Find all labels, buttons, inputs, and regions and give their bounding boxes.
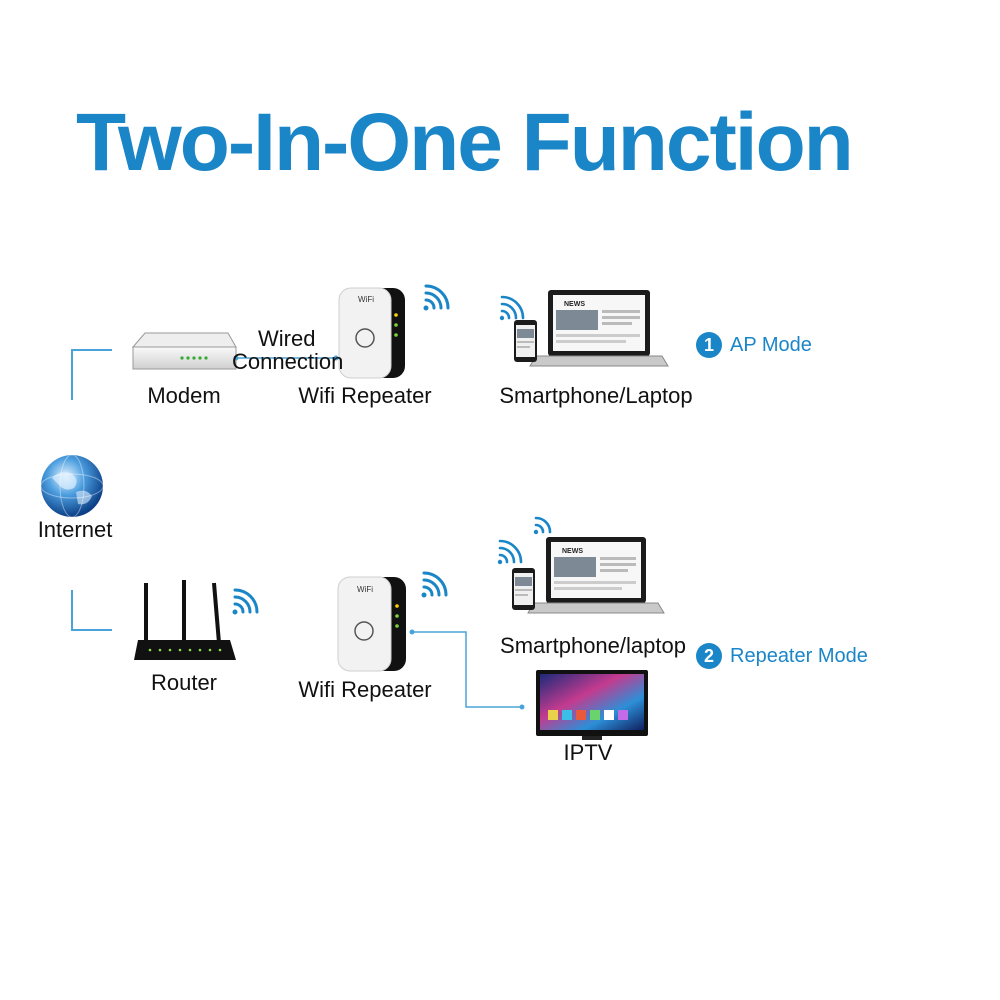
internet-connector: [71, 349, 112, 631]
devices-label: Smartphone/laptop: [500, 633, 686, 658]
iptv-label: IPTV: [563, 740, 613, 765]
svg-text:NEWS: NEWS: [564, 301, 585, 308]
internet-label: Internet: [37, 517, 113, 542]
wired-connection-label-line1: Wired: [258, 326, 316, 351]
router-icon: [134, 580, 236, 660]
wifi-signal-icon: [497, 539, 523, 565]
laptop-icon: NEWS: [527, 537, 665, 614]
wired-connection-label-line2: Connection: [232, 349, 344, 374]
wifi-repeater-icon: WiFi: [338, 287, 405, 379]
wifi-signal-icon: [421, 571, 448, 598]
wifi-signal-icon: [533, 516, 552, 535]
svg-text:WiFi: WiFi: [358, 295, 374, 304]
globe-icon: [40, 454, 104, 518]
repeater-mode-badge: 2 Repeater Mode: [696, 643, 868, 669]
wifi-signal-icon: [232, 588, 259, 615]
svg-text:NEWS: NEWS: [562, 548, 583, 555]
smartphone-icon: [514, 320, 537, 362]
modem-icon: [131, 332, 237, 370]
wifi-signal-icon: [423, 284, 450, 311]
wifi-repeater-label: Wifi Repeater: [298, 677, 432, 702]
page-title: Two-In-One Function: [76, 97, 854, 188]
svg-text:WiFi: WiFi: [357, 585, 373, 594]
smartphone-icon: [512, 568, 535, 610]
iptv-icon: [536, 670, 648, 740]
modem-label: Modem: [147, 383, 221, 408]
mode-number-badge: 1: [696, 332, 722, 358]
wifi-repeater-icon: WiFi: [337, 576, 406, 672]
ap-mode-label: AP Mode: [730, 333, 812, 356]
router-label: Router: [150, 670, 218, 695]
laptop-icon: NEWS: [529, 290, 669, 367]
ap-mode-badge: 1 AP Mode: [696, 332, 812, 358]
devices-label: Smartphone/Laptop: [499, 383, 693, 408]
wifi-repeater-label: Wifi Repeater: [298, 383, 432, 408]
iptv-connector: [412, 631, 522, 708]
wifi-signal-icon: [499, 295, 525, 321]
repeater-mode-label: Repeater Mode: [730, 644, 868, 667]
mode-number-badge: 2: [696, 643, 722, 669]
